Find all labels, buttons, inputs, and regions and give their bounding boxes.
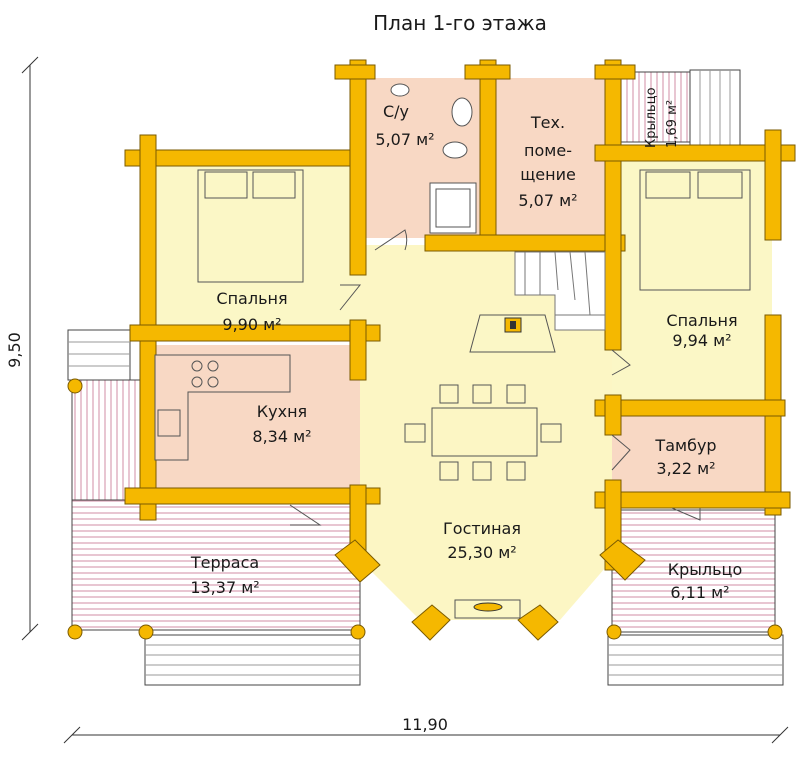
- bay-fireplace: [454, 599, 521, 619]
- dimension-width: [63, 726, 789, 744]
- dimension-height: [21, 56, 39, 641]
- bedroom-left-area: 9,90 м²: [222, 315, 281, 334]
- terrace-steps: [144, 634, 361, 686]
- terrace-deck: [71, 499, 361, 631]
- tech-area: 5,07 м²: [518, 191, 577, 210]
- dimension-height-label: 9,50: [5, 332, 24, 368]
- vestibule-name: Тамбур: [654, 436, 716, 455]
- kitchen-counter: [154, 354, 291, 461]
- living-name: Гостиная: [443, 519, 521, 538]
- posts: [67, 378, 783, 640]
- bedroom-right-name: Спальня: [666, 311, 737, 330]
- dining-set: [404, 384, 562, 481]
- log-walls: [124, 59, 796, 641]
- porch-area: 6,11 м²: [670, 583, 729, 602]
- porch-deck: [611, 509, 776, 633]
- plan-title: План 1-го этажа: [373, 11, 547, 35]
- porch-small-steps: [689, 69, 741, 149]
- porch-name: Крыльцо: [668, 560, 742, 579]
- terrace-area: 13,37 м²: [190, 578, 259, 597]
- dimension-width-label: 11,90: [402, 715, 448, 734]
- room-tech: [490, 78, 612, 238]
- porch-steps: [607, 634, 784, 686]
- bed-left: [197, 169, 304, 283]
- wc-fixtures: [390, 83, 477, 234]
- staircase: [514, 251, 606, 331]
- tech-line3: щение: [520, 165, 576, 184]
- bedroom-left-name: Спальня: [216, 289, 287, 308]
- bedroom-right-area: 9,94 м²: [672, 331, 731, 350]
- wc-area: 5,07 м²: [375, 130, 434, 149]
- terrace-side-steps: [67, 329, 131, 381]
- vestibule-area: 3,22 м²: [656, 459, 715, 478]
- wc-name: С/у: [383, 102, 409, 121]
- tech-line1: Тех.: [530, 113, 565, 132]
- room-vestibule: [612, 412, 767, 497]
- kitchen-area: 8,34 м²: [252, 427, 311, 446]
- bed-right: [639, 169, 751, 291]
- doors: [289, 229, 701, 526]
- terrace-side: [71, 379, 153, 501]
- kitchen-name: Кухня: [257, 402, 307, 421]
- porch-small-name: Крыльцо: [644, 87, 659, 148]
- porch-small-area: 1,69 м²: [665, 100, 680, 148]
- living-area: 25,30 м²: [447, 543, 516, 562]
- tech-line2: поме-: [524, 141, 572, 160]
- terrace-name: Терраса: [190, 553, 259, 572]
- fireplace: [469, 314, 556, 353]
